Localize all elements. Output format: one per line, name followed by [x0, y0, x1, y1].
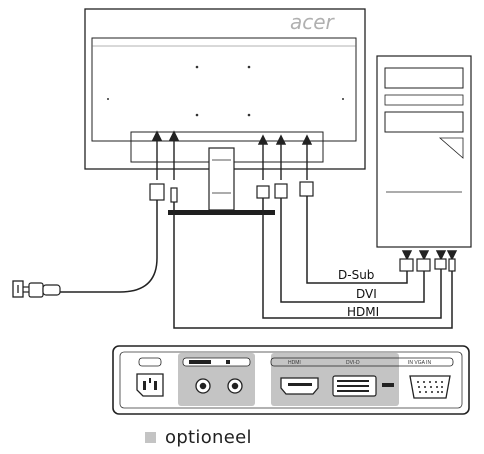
monitor-back-panel	[91, 37, 357, 142]
dsub-plug-head	[299, 181, 314, 197]
power-plug-icon	[23, 282, 61, 298]
pc-hdmi-plug	[434, 258, 447, 270]
dsub-cable	[306, 194, 408, 284]
hdmi-cable	[173, 200, 453, 329]
dsub-cable-label: D-Sub	[338, 268, 374, 282]
pc-dvi-plug	[416, 258, 431, 272]
mount-screws	[107, 65, 344, 117]
monitor-stand-neck	[208, 147, 235, 211]
monitor-stand-base	[168, 210, 275, 215]
dvi-port-icon	[332, 375, 394, 397]
hdmi-port-label: HDMI	[288, 360, 301, 366]
pc-dsub-plug	[399, 258, 414, 272]
panel-inner-frame	[119, 351, 463, 409]
connection-arrows	[151, 130, 458, 261]
power-plug-head	[149, 183, 165, 201]
hdmi-cable-monitor-run	[262, 196, 442, 319]
power-cable	[60, 200, 158, 293]
connector-panel: HDMI DVI-D IN VGA IN	[112, 345, 470, 415]
monitor-brand-logo: acer	[290, 10, 336, 34]
monitor	[84, 8, 366, 215]
pc-drive-bay-2	[384, 111, 464, 133]
optional-legend-label: optioneel	[165, 426, 252, 448]
audio-label-marks	[189, 360, 230, 364]
cables	[60, 194, 453, 329]
dvi-port-label: DVI-D	[346, 360, 360, 366]
power-outlet-icon	[12, 280, 24, 298]
hdmi-plug-head	[256, 185, 270, 199]
monitor-side-plugs	[149, 181, 314, 203]
hdmi-port-icon	[280, 377, 319, 395]
audio-plug-head	[170, 187, 178, 203]
dvi-cable-label: DVI	[356, 287, 377, 301]
dvi-cable	[280, 196, 425, 303]
pc-tower-body	[376, 55, 472, 248]
vga-port-icon	[409, 375, 451, 399]
ac-power-inlet-icon	[136, 373, 164, 397]
vga-port-label: IN VGA IN	[408, 360, 431, 366]
pc-audio-plug	[448, 258, 456, 272]
pc-tower	[376, 55, 472, 248]
dvi-plug-head	[274, 183, 288, 199]
legend: optioneel	[145, 426, 252, 448]
pc-side-plugs	[399, 258, 456, 272]
hdmi-cable-label: HDMI	[347, 305, 379, 319]
audio-jack-icon	[195, 378, 243, 394]
optional-swatch	[145, 431, 156, 443]
pc-drive-bay-1	[384, 67, 464, 89]
